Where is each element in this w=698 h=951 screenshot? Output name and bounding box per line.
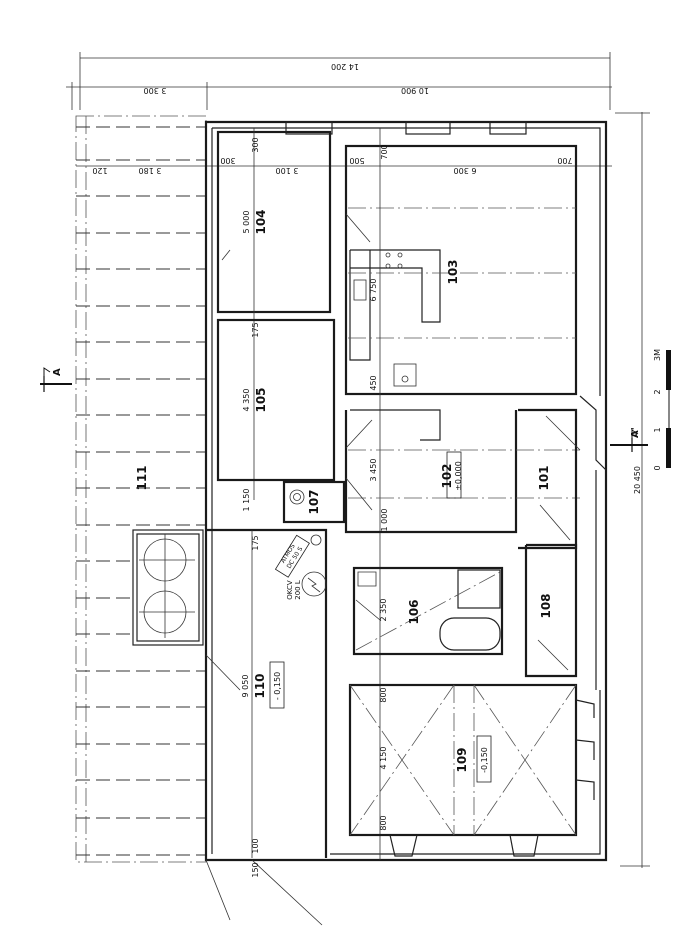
dim-end-150: 150 xyxy=(251,862,260,877)
room-label-109: 109 xyxy=(455,747,469,772)
level-102: ±0,000 xyxy=(454,461,463,491)
dim-chain-0: 120 xyxy=(92,166,107,175)
dim-chain-2: 300 xyxy=(220,156,235,165)
room-103 xyxy=(344,128,578,860)
scale-tick-1: 1 xyxy=(653,427,662,432)
dim-wall-300: 300 xyxy=(251,137,260,152)
right-dimension-line xyxy=(615,112,650,868)
room-label-105: 105 xyxy=(254,387,268,412)
room-label-101: 101 xyxy=(537,465,551,490)
dim-room102: 3 450 xyxy=(369,459,378,482)
dim-end-100: 100 xyxy=(251,838,260,853)
exterior-walls xyxy=(204,120,608,862)
room-105 xyxy=(216,318,336,482)
dim-room103: 6 750 xyxy=(369,279,378,302)
room-109 xyxy=(348,683,595,857)
scale-tick-0: 0 xyxy=(653,465,662,470)
room-label-102: 102 xyxy=(440,463,454,488)
dim-room105: 4 350 xyxy=(242,389,251,412)
dim-gap-800-a: 800 xyxy=(379,687,388,702)
scale-tick-3: 3M xyxy=(653,349,662,361)
room-label-111: 111 xyxy=(135,465,149,490)
section-label-a: A xyxy=(52,368,63,376)
dim-terrace-width: 3 300 xyxy=(144,86,167,95)
dim-room107: 1 150 xyxy=(242,489,251,512)
room-104 xyxy=(216,128,332,500)
dim-chain-1: 3 180 xyxy=(139,166,162,175)
section-label-a-prime: A' xyxy=(630,427,641,438)
scale-tick-2: 2 xyxy=(653,389,662,394)
dim-wall-700: 700 xyxy=(380,144,389,159)
room-label-104: 104 xyxy=(254,209,268,234)
level-box-110 xyxy=(269,661,285,709)
dim-gap-1000: 1 000 xyxy=(380,509,389,532)
section-mark-a xyxy=(40,367,72,392)
dim-gap-800-b: 800 xyxy=(379,815,388,830)
water-heater-label-2: 200 L xyxy=(294,580,302,600)
dim-overall-width: 14 200 xyxy=(331,62,359,71)
level-110: - 0,150 xyxy=(273,672,282,700)
room-107 xyxy=(282,480,346,524)
room-label-103: 103 xyxy=(446,259,460,284)
dim-gap-450: 450 xyxy=(369,375,378,390)
twin-tanks xyxy=(132,529,204,646)
dim-house-width: 10 900 xyxy=(401,86,429,95)
room-110 xyxy=(205,528,328,926)
dim-chain-4: 500 xyxy=(349,156,364,165)
room-102 xyxy=(344,409,580,534)
room-label-106: 106 xyxy=(407,599,421,624)
dim-chain-5: 6 300 xyxy=(454,166,477,175)
room-label-107: 107 xyxy=(307,489,321,514)
room-label-108: 108 xyxy=(539,593,553,618)
dim-chain-3: 3 100 xyxy=(276,166,299,175)
level-109: -0,150 xyxy=(480,747,489,773)
boiler-tag xyxy=(274,534,310,578)
section-mark-a-prime xyxy=(610,429,648,452)
room-101 xyxy=(518,395,607,550)
dim-room104: 5 000 xyxy=(242,211,251,234)
dim-overall-length: 20 450 xyxy=(633,466,642,494)
top-dimension-lines xyxy=(66,52,612,167)
dim-chain-6: 700 xyxy=(557,156,572,165)
room-108 xyxy=(524,543,578,678)
level-box-109 xyxy=(476,735,492,783)
dim-gap-175-b: 175 xyxy=(251,535,260,550)
room-label-110: 110 xyxy=(253,673,267,698)
scale-bar xyxy=(666,350,671,468)
terrace-111 xyxy=(75,115,207,863)
window-openings xyxy=(285,121,527,135)
dim-room109: 4 150 xyxy=(379,747,388,770)
level-box-102 xyxy=(446,451,462,499)
dim-room106: 2 350 xyxy=(379,599,388,622)
water-heater-label-1: OKCV xyxy=(286,580,294,600)
dim-gap-175-a: 175 xyxy=(251,322,260,337)
dim-room110: 9 050 xyxy=(241,675,250,698)
room-106 xyxy=(352,566,504,656)
